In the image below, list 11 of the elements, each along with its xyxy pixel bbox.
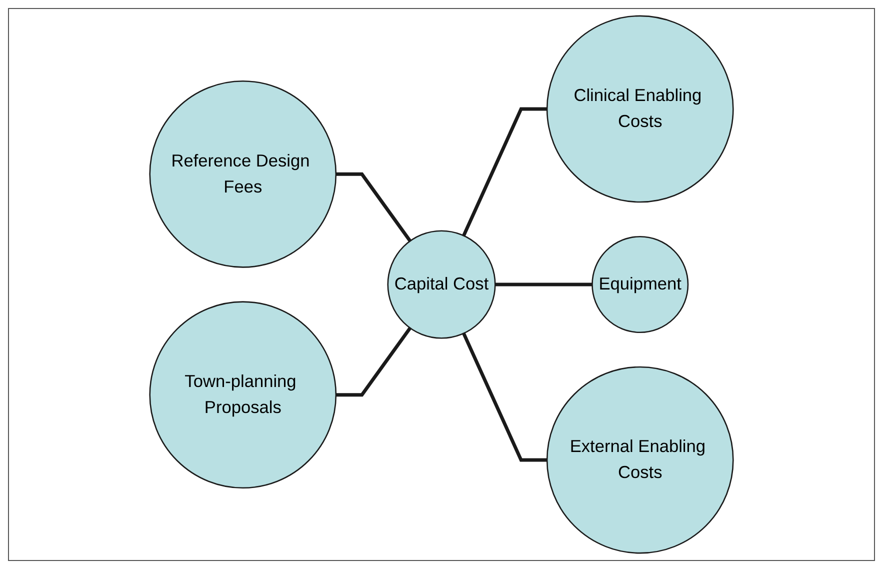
node-circle: Clinical Enabling Costs xyxy=(546,15,734,203)
connector xyxy=(462,332,548,462)
node-circle: External Enabling Costs xyxy=(546,366,734,554)
connector xyxy=(495,282,592,286)
connector xyxy=(462,107,548,236)
connector xyxy=(336,172,412,242)
node-circle: Reference Design Fees xyxy=(149,80,337,268)
node-circle: Equipment xyxy=(592,236,689,334)
node-circle: Capital Cost xyxy=(387,230,496,339)
connector xyxy=(336,326,412,397)
node-circle: Town-planning Proposals xyxy=(149,301,337,489)
